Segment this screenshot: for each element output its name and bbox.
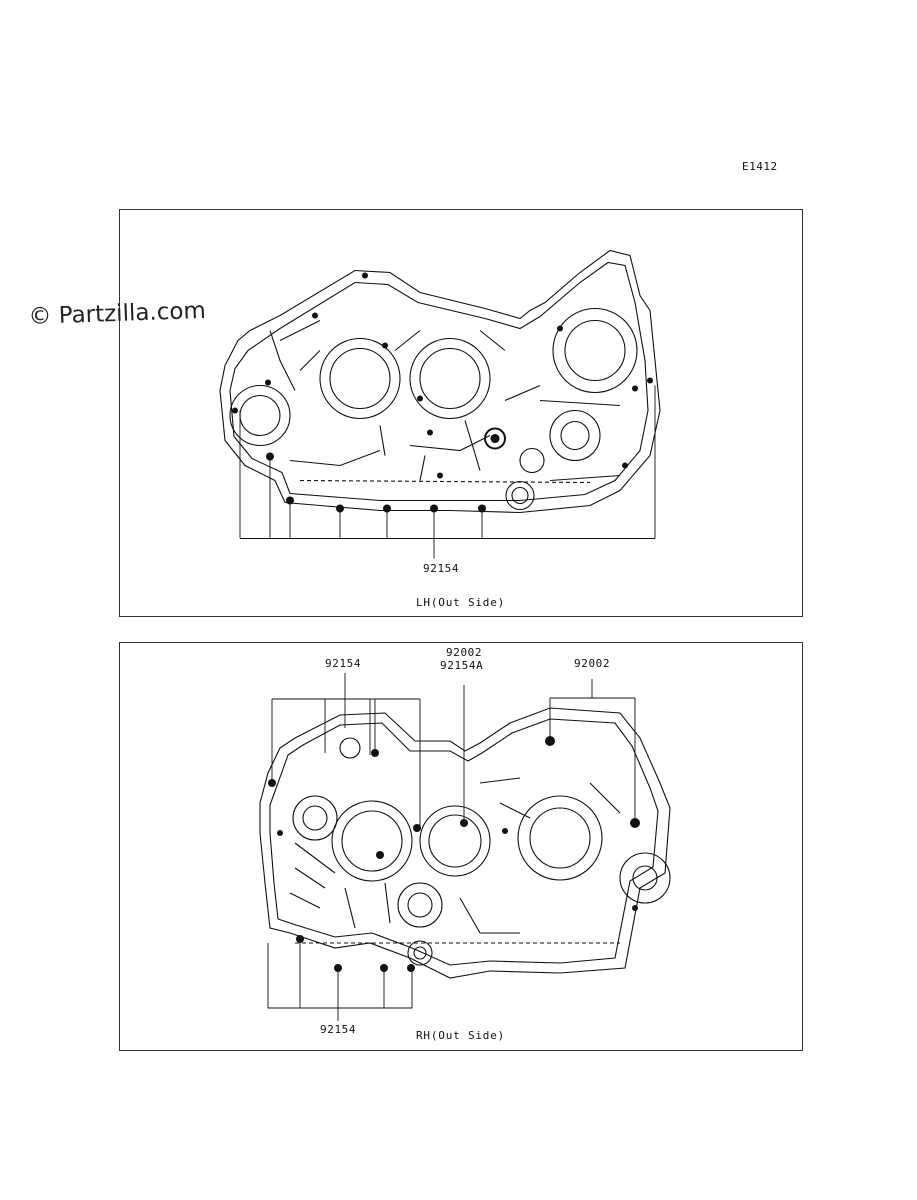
rh-oil-pump xyxy=(397,882,443,928)
lh-crankcase-outline xyxy=(219,249,661,514)
rh-cover-boss xyxy=(619,852,671,904)
rh-crankcase-outline xyxy=(259,707,671,979)
lh-part-label-92154: 92154 xyxy=(423,562,460,575)
lh-crankcase-drawing xyxy=(219,249,661,559)
rh-part-label-92154A: 92154A xyxy=(440,659,484,672)
rh-cylinder-bore-front xyxy=(331,800,413,882)
rh-part-label-92002-center: 92002 xyxy=(446,646,483,659)
rh-outside-panel: 92154 92002 92154A 92002 92154 RH(Out Si… xyxy=(119,642,803,1051)
lh-cylinder-bore-rear xyxy=(409,337,491,420)
lh-cylinder-bore-front xyxy=(319,337,401,420)
rh-crankcase-drawing xyxy=(259,673,671,1021)
rh-panel-caption: RH(Out Side) xyxy=(416,1029,506,1042)
diagram-code: E1412 xyxy=(742,160,778,173)
rh-part-label-92002-right: 92002 xyxy=(574,657,611,670)
rh-bore-left xyxy=(292,795,338,841)
lh-panel-caption: LH(Out Side) xyxy=(416,596,506,609)
rh-cylinder-bore-rear xyxy=(419,805,491,877)
rh-part-label-92154-bottom: 92154 xyxy=(320,1023,357,1036)
lh-outside-panel: 92154 LH(Out Side) xyxy=(119,209,803,617)
lh-bore-left xyxy=(229,384,291,447)
lh-bore-right xyxy=(552,307,638,394)
lh-gear-cavity xyxy=(549,409,601,462)
rh-part-label-92154-top: 92154 xyxy=(325,657,362,670)
rh-cylinder-bore-right xyxy=(517,795,603,881)
